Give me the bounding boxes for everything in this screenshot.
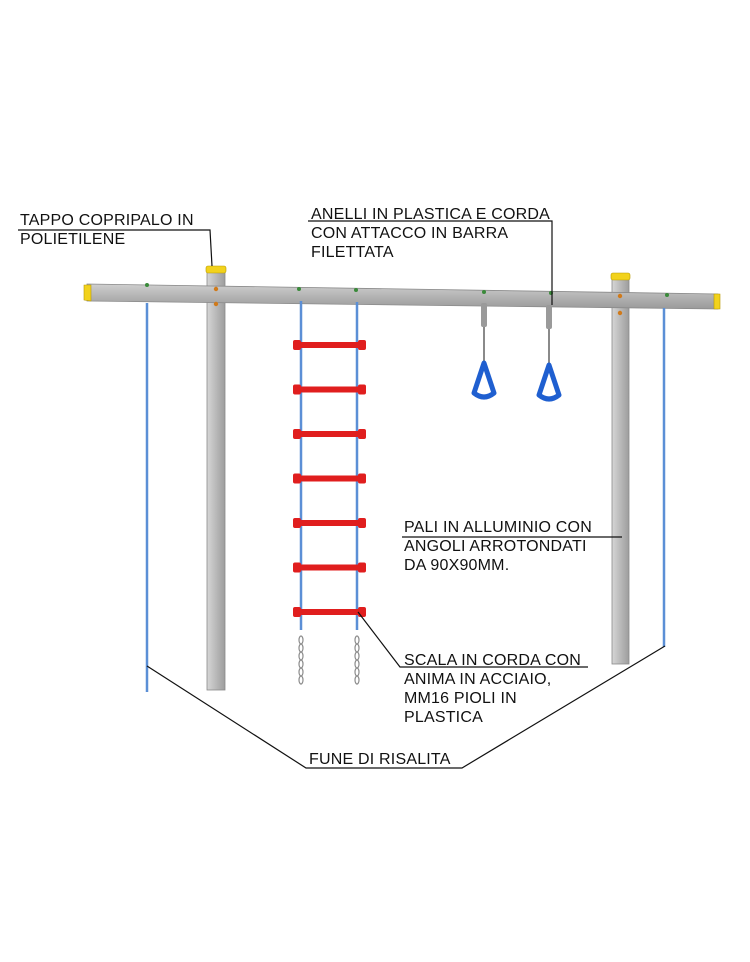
- label-rings-line1: ANELLI IN PLASTICA E CORDA: [311, 206, 551, 223]
- ladder-rung: [293, 384, 366, 395]
- label-post-cap-line2: POLIETILENE: [20, 231, 126, 248]
- post-cap-left: [205, 265, 227, 274]
- label-posts: PALI IN ALLUMINIO CON ANGOLI ARROTONDATI…: [404, 518, 592, 575]
- ladder-rung: [293, 518, 366, 528]
- label-ladder-line1: SCALA IN CORDA CON: [404, 652, 581, 669]
- ladder-chain-right: [354, 635, 360, 685]
- label-ladder-line4: PLASTICA: [404, 709, 483, 726]
- post-cap-right: [610, 272, 631, 281]
- label-posts-line1: PALI IN ALLUMINIO CON: [404, 519, 592, 536]
- ladder-chain-left: [298, 635, 304, 685]
- leader-lines: [18, 220, 666, 769]
- gym-ring-left: [471, 303, 497, 400]
- ladder-rung: [293, 429, 366, 439]
- leader-ladder: [357, 611, 588, 668]
- label-climbing-rope-line1: FUNE DI RISALITA: [309, 751, 451, 768]
- label-ladder: SCALA IN CORDA CON ANIMA IN ACCIAIO, MM1…: [404, 651, 581, 727]
- left-post: [206, 271, 226, 691]
- ladder-rung: [293, 473, 366, 484]
- beam-end-cap-left: [83, 284, 92, 302]
- label-rings-line3: FILETTATA: [311, 244, 394, 261]
- leader-rings: [308, 220, 553, 305]
- label-ladder-line3: MM16 PIOLI IN: [404, 690, 517, 707]
- label-posts-line3: DA 90X90MM.: [404, 557, 510, 574]
- label-rings: ANELLI IN PLASTICA E CORDA CON ATTACCO I…: [311, 205, 550, 262]
- ladder-rungs: [293, 340, 366, 617]
- label-rings-line2: CON ATTACCO IN BARRA: [311, 225, 509, 242]
- leader-rope: [146, 645, 666, 769]
- label-ladder-line2: ANIMA IN ACCIAIO,: [404, 671, 552, 688]
- label-posts-line2: ANGOLI ARROTONDATI: [404, 538, 587, 555]
- label-post-cap-line1: TAPPO COPRIPALO IN: [20, 212, 194, 229]
- leader-cap: [18, 229, 213, 267]
- label-post-cap: TAPPO COPRIPALO IN POLIETILENE: [20, 211, 194, 249]
- beam-end-cap-right: [713, 293, 721, 310]
- gym-ring-right: [536, 305, 562, 402]
- label-climbing-rope: FUNE DI RISALITA: [309, 750, 451, 769]
- right-post: [611, 277, 630, 665]
- post-bolts: [213, 286, 623, 316]
- ladder-rung: [293, 340, 366, 350]
- ladder-rung: [293, 607, 366, 617]
- ladder-rung: [293, 562, 366, 573]
